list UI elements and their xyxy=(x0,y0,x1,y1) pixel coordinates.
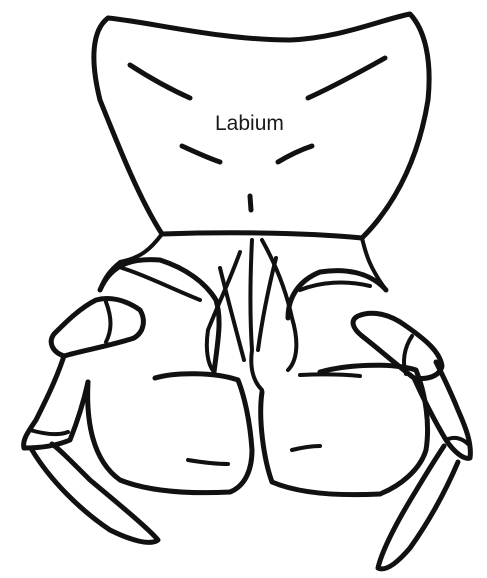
body-inner-left xyxy=(207,252,240,372)
left-palp-base xyxy=(100,260,219,372)
right-lobe-upper-mark xyxy=(300,374,360,376)
body-center-right-fold xyxy=(258,258,276,350)
left-lobe-inner-mark xyxy=(188,460,228,464)
labium-label: Labium xyxy=(215,112,284,136)
left-palp-joint-1 xyxy=(106,302,111,342)
body-center-line xyxy=(251,240,263,390)
left-lower-lobe xyxy=(88,374,252,493)
left-palp-joint-2 xyxy=(30,430,68,434)
plate-mark-right-upper xyxy=(308,58,385,98)
body-center-left-fold xyxy=(220,268,244,360)
plate-mark-right-lower xyxy=(278,146,312,162)
right-palp-base-inner xyxy=(300,283,370,290)
right-lower-lobe xyxy=(261,365,428,494)
right-lobe-inner-mark xyxy=(292,446,320,450)
plate-center-notch xyxy=(250,196,251,210)
plate-mark-left-lower xyxy=(182,146,220,162)
left-palp-segment-3 xyxy=(32,444,158,542)
plate-mark-left-upper xyxy=(130,65,190,98)
left-palp-segment-1 xyxy=(51,298,143,356)
